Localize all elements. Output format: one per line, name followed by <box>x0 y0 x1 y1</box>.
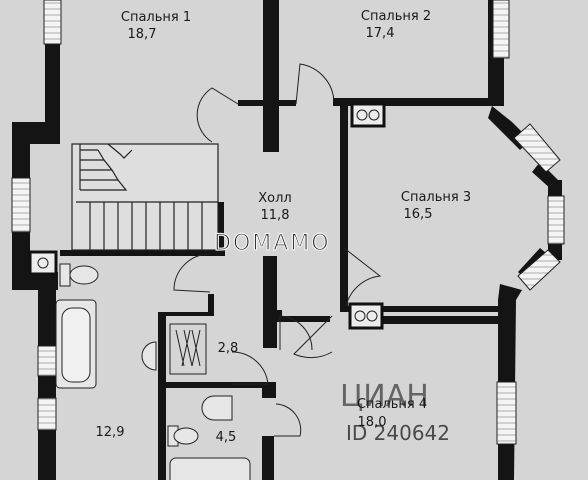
vent-shaft-left <box>28 250 58 276</box>
doors <box>173 63 382 437</box>
toilet-bathroom <box>59 263 99 287</box>
window-bedroom2 <box>492 0 510 59</box>
room-area-bedroom2: 17,4 <box>366 26 395 41</box>
door-bedroom2 <box>295 63 335 105</box>
door-bedroom3 <box>343 247 382 307</box>
toilet-wc <box>167 425 199 447</box>
window-left-bump <box>11 177 31 233</box>
vent-shaft-bottom <box>348 302 384 330</box>
room-name-hall: Холл <box>258 191 291 206</box>
window-bay-top <box>513 123 561 173</box>
vent-shaft-top <box>350 102 386 128</box>
room-name-bedroom2: Спальня 2 <box>361 9 431 24</box>
room-name-bedroom1: Спальня 1 <box>121 10 191 25</box>
room-area-bathroom: 12,9 <box>96 425 125 440</box>
room-area-wc: 4,5 <box>216 430 237 445</box>
door-bedroom1 <box>196 87 239 143</box>
window-bathroom-1 <box>37 345 57 377</box>
door-bathroom <box>173 253 211 293</box>
sink-wc <box>201 395 233 421</box>
closet-shelving <box>169 323 207 375</box>
window-bay-side <box>547 195 565 245</box>
room-name-bedroom3: Спальня 3 <box>401 190 471 205</box>
windows <box>11 0 565 445</box>
vent-shafts <box>28 102 386 330</box>
sink-bathroom <box>141 341 157 371</box>
staircase <box>71 143 219 251</box>
door-closet-small <box>231 351 269 385</box>
room-area-bedroom4: 18,0 <box>358 415 387 430</box>
window-bedroom4 <box>496 381 517 445</box>
door-wc <box>274 403 302 437</box>
bathtub <box>55 299 97 389</box>
fixtures <box>55 263 251 480</box>
watermark-cian: ЦИАН <box>340 379 429 414</box>
window-bedroom1 <box>43 0 62 45</box>
room-area-bedroom3: 16,5 <box>404 207 433 222</box>
window-bay-bottom <box>517 249 561 291</box>
watermark-domamo: DOMAMO <box>214 231 331 256</box>
room-area-hall: 11,8 <box>261 208 290 223</box>
room-name-bedroom4: Спальня 4 <box>357 397 427 412</box>
room-area-bedroom1: 18,7 <box>128 27 157 42</box>
room-area-closet: 2,8 <box>218 341 239 356</box>
window-bathroom-2 <box>37 397 57 431</box>
room-labels: Спальня 1 18,7 Спальня 2 17,4 Холл 11,8 … <box>96 9 472 445</box>
door-bedroom4 <box>293 315 333 359</box>
watermark-listing-id: ID 240642 <box>346 421 450 445</box>
door-closet <box>279 315 313 351</box>
shower-tray <box>169 457 251 480</box>
